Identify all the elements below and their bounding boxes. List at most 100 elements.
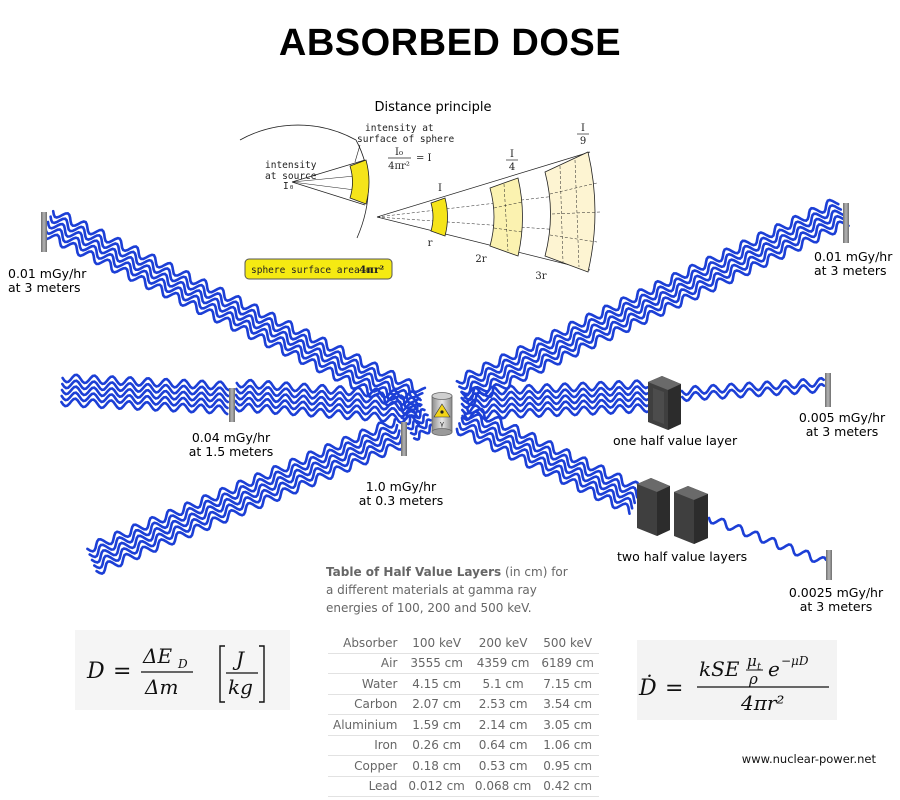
intensity-surface-label-2: surface of sphere [357, 134, 455, 145]
detector-upper-right [843, 203, 849, 243]
radiation-wave [412, 423, 435, 441]
radiation-wave [465, 405, 642, 494]
wave-bundle-mid-right-a [460, 379, 650, 422]
source-symbol-label: I₀ [283, 181, 294, 192]
radiation-wave [86, 418, 397, 553]
absorbed-dose-formula: D = ΔE D Δm J kg [75, 630, 290, 710]
radiation-wave [88, 423, 399, 559]
formula-ddot-symbol: Ḋ [638, 674, 657, 701]
radiation-wave [44, 226, 419, 410]
formula-mu-t-sub: t [757, 662, 762, 673]
radiation-wave [409, 418, 432, 436]
radiation-wave [458, 204, 843, 391]
radiation-wave [460, 379, 649, 398]
wave-bundle-upper-left [41, 209, 427, 415]
label-r: r [428, 238, 433, 249]
formula-denominator: Δm [144, 675, 178, 699]
two-hvl-label: two half value layers [617, 549, 748, 564]
inset-formula-denominator: 4πr² [388, 161, 410, 172]
formula-numerator-sub: D [177, 657, 188, 671]
wave-bundle-lower-left [86, 418, 406, 576]
radiation-wave [460, 385, 650, 404]
website-credit: www.nuclear-power.net [741, 752, 876, 766]
radiation-wave [233, 402, 421, 426]
radiation-wave [60, 385, 230, 404]
formula-kse: kSE [699, 657, 740, 681]
radiation-wave [406, 413, 429, 431]
radiation-wave [461, 403, 650, 422]
radiation-wave [90, 429, 401, 564]
radiation-wave [60, 391, 229, 410]
formula-unit-numerator: J [232, 647, 245, 671]
formula-mu-t: μ [747, 652, 757, 670]
sphere-area-text: sphere surface area = [251, 265, 371, 276]
wave-bundle-lower-right-a [455, 405, 642, 515]
shield-two-hvl-2 [674, 486, 708, 544]
label-3r: 3r [535, 271, 546, 282]
formula-exponent: −μD [781, 654, 809, 668]
radioactive-source: γ [431, 392, 453, 436]
distance-principle-inset: Distance principle intensity at source I… [239, 100, 601, 282]
formula-numerator: ΔE [142, 644, 172, 668]
radiation-wave [234, 390, 421, 414]
wave-bundle-lower-right-b [707, 516, 828, 564]
label-2r: 2r [475, 254, 486, 265]
radiation-wave [460, 391, 650, 410]
wave-bundle-mid-left [60, 373, 230, 416]
formula-e: e [768, 657, 780, 681]
page-title: ABSORBED DOSE [278, 22, 622, 64]
hvl-table-caption: Table of Half Value Layers (in cm) for a… [326, 565, 568, 615]
radiation-wave [463, 214, 848, 402]
inset-formula-result: = I [416, 153, 432, 164]
radiation-wave [458, 422, 634, 510]
radiation-wave [235, 378, 422, 402]
radiation-wave [235, 384, 422, 408]
radiation-wave [403, 407, 426, 426]
radiation-wave [51, 209, 427, 394]
label-I: I [438, 183, 442, 194]
sphere-area-formula: 4πr² [359, 264, 385, 276]
radiation-wave [461, 397, 650, 416]
radiation-wave [455, 198, 840, 385]
radiation-wave [93, 434, 403, 570]
radiation-waves [41, 198, 850, 576]
formula-right-equals: = [665, 676, 683, 701]
sphere-area-box [244, 258, 393, 280]
formula-d-symbol: D [86, 659, 105, 684]
radiation-wave [46, 220, 421, 405]
shield-one-hvl [648, 376, 681, 430]
label-I4-den: 4 [509, 162, 515, 173]
radiation-wave [234, 396, 421, 420]
wave-bundle-near [400, 402, 435, 441]
detector-mid-right [825, 373, 831, 407]
label-I9-num: I [581, 123, 585, 134]
shield-two-hvl-1 [637, 478, 670, 536]
formula-4pir2: 4πr² [740, 691, 784, 715]
radiation-wave [61, 373, 230, 392]
intensity-source-label-2: at source [265, 171, 317, 182]
radiation-wave [465, 220, 850, 407]
radiation-wave [400, 402, 423, 421]
radiation-wave [460, 416, 636, 505]
formula-unit-denominator: kg [228, 675, 253, 699]
radiation-wave [61, 379, 230, 398]
radiation-wave [463, 411, 639, 499]
wave-bundle-upper-right [455, 198, 850, 407]
label-I4-num: I [510, 149, 514, 160]
inset-heading: Distance principle [374, 100, 491, 115]
radiation-wave [460, 209, 845, 396]
detector-upper-left [41, 212, 47, 252]
